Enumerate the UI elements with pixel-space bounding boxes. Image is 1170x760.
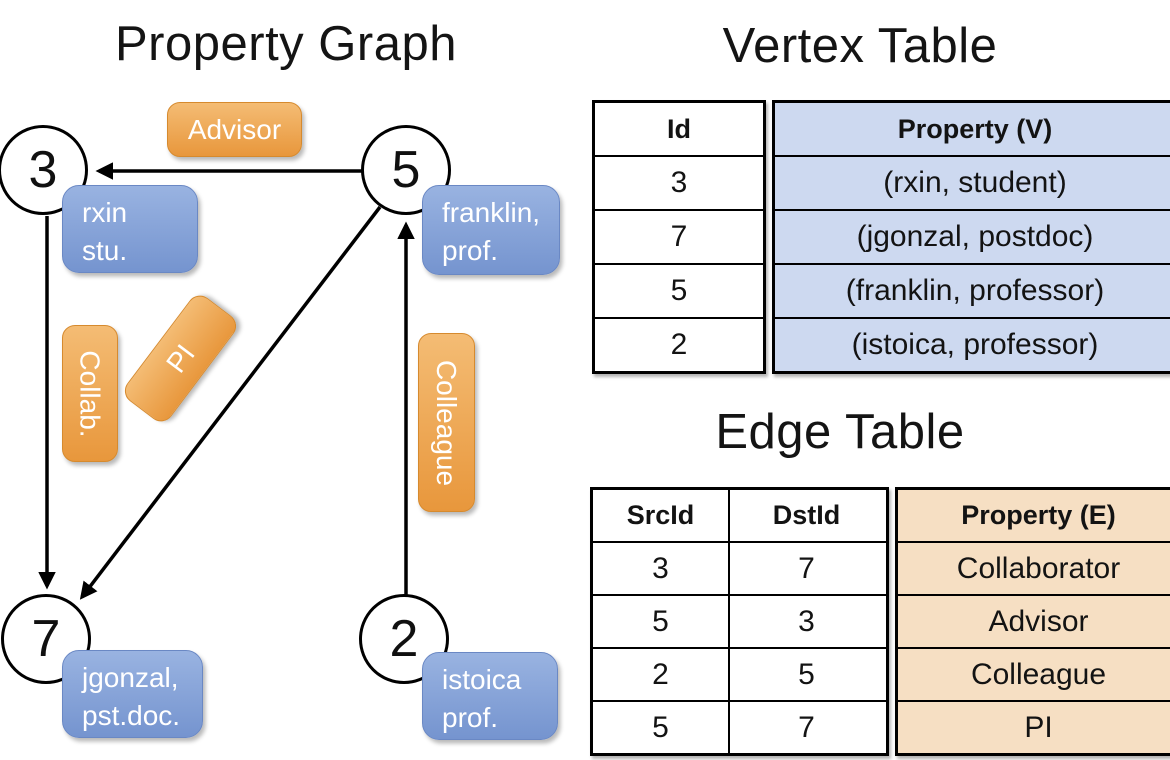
vertex-table-id-column: Id 3 7 5 2 [592,100,766,374]
edge-dstid-cell: 7 [728,702,883,753]
table-row: (rxin, student) [775,155,1170,209]
edge-table-dstid-header: DstId [728,490,883,541]
edge-arrow-5-to-7 [79,205,382,600]
vertex-tag-line1: istoica [442,664,522,695]
edge-label-text: PI [159,338,201,379]
table-row: 7 [595,209,763,263]
vertex-tag-line2: prof. [442,234,499,266]
vertex-tag-rxin: rxin stu. [62,185,198,273]
edge-property-cell: PI [1024,710,1053,744]
edge-table-src-dst-columns: SrcId DstId 3 7 5 3 2 5 5 7 [590,487,889,756]
vertex-table-property-column: Property (V) (rxin, student) (jgonzal, p… [772,100,1170,374]
graph-node-5: 5 [361,125,451,215]
edge-srcid-cell: 5 [652,604,669,638]
table-row: (franklin, professor) [775,263,1170,317]
edge-table-srcid-header: SrcId [626,500,695,530]
table-row: 5 3 [593,594,886,647]
edge-label-advisor: Advisor [167,102,302,157]
edge-label-text: Collab. [75,349,107,438]
vertex-id-cell: 2 [670,328,688,361]
property-graph-title: Property Graph [115,17,457,71]
table-row: PI [898,700,1170,753]
edge-property-cell: Advisor [988,604,1089,638]
edge-srcid-cell: 3 [652,551,669,585]
edge-dstid-cell: 5 [728,649,883,700]
edge-table-title: Edge Table [715,405,965,459]
vertex-property-cell: (franklin, professor) [845,274,1105,307]
edge-srcid-cell: 5 [652,710,669,744]
table-row: 2 [595,317,763,371]
edge-srcid-cell: 2 [652,657,669,691]
vertex-id-cell: 5 [670,274,688,307]
edge-property-cell: Collaborator [956,551,1121,585]
edge-table-property-header: Property (E) [961,500,1116,530]
vertex-id-cell: 7 [670,220,688,253]
table-row: 3 7 [593,541,886,594]
edge-dstid-cell: 7 [728,543,883,594]
table-row: 2 5 [593,647,886,700]
table-row: Collaborator [898,541,1170,594]
node-id-label: 5 [391,141,421,199]
vertex-id-cell: 3 [670,166,688,199]
table-row: Advisor [898,594,1170,647]
vertex-property-cell: (jgonzal, postdoc) [856,220,1094,253]
vertex-table-title: Vertex Table [722,19,998,73]
vertex-table-id-header: Id [667,113,691,144]
edge-dstid-cell: 3 [728,596,883,647]
node-id-label: 3 [28,141,58,199]
edge-label-colleague: Colleague [418,333,475,512]
vertex-table-property-header: Property (V) [897,113,1053,144]
vertex-tag-line2: prof. [442,701,499,733]
table-row: Colleague [898,647,1170,700]
vertex-tag-line1: jgonzal, [82,662,179,693]
graph-node-2: 2 [359,594,449,684]
vertex-tag-line1: rxin [82,197,128,228]
edge-table: SrcId DstId 3 7 5 3 2 5 5 7 Property (E)… [590,487,1170,756]
vertex-tag-istoica: istoica prof. [422,652,558,740]
vertex-tag-franklin: franklin, prof. [422,185,560,275]
table-row: 5 [595,263,763,317]
vertex-property-cell: (istoica, professor) [851,328,1099,361]
edge-table-property-column: Property (E) Collaborator Advisor Collea… [895,487,1170,756]
edge-property-cell: Colleague [970,657,1107,691]
table-row: (istoica, professor) [775,317,1170,371]
vertex-tag-line1: franklin, [442,197,541,228]
vertex-tag-line2: pst.doc. [82,699,181,731]
edge-label-text: Colleague [431,359,463,486]
node-id-label: 2 [389,610,419,668]
table-row: (jgonzal, postdoc) [775,209,1170,263]
vertex-property-cell: (rxin, student) [883,166,1067,199]
graph-edges-layer [38,162,415,600]
vertex-tag-jgonzal: jgonzal, pst.doc. [62,650,203,738]
node-id-label: 7 [31,610,61,668]
table-row: 3 [595,155,763,209]
edge-label-collab: Collab. [62,325,118,462]
vertex-tag-line2: stu. [82,234,128,266]
table-row: 5 7 [593,700,886,753]
edge-label-text: Advisor [187,113,282,145]
vertex-table: Id 3 7 5 2 Property (V) (rxin, student) … [592,100,1170,374]
